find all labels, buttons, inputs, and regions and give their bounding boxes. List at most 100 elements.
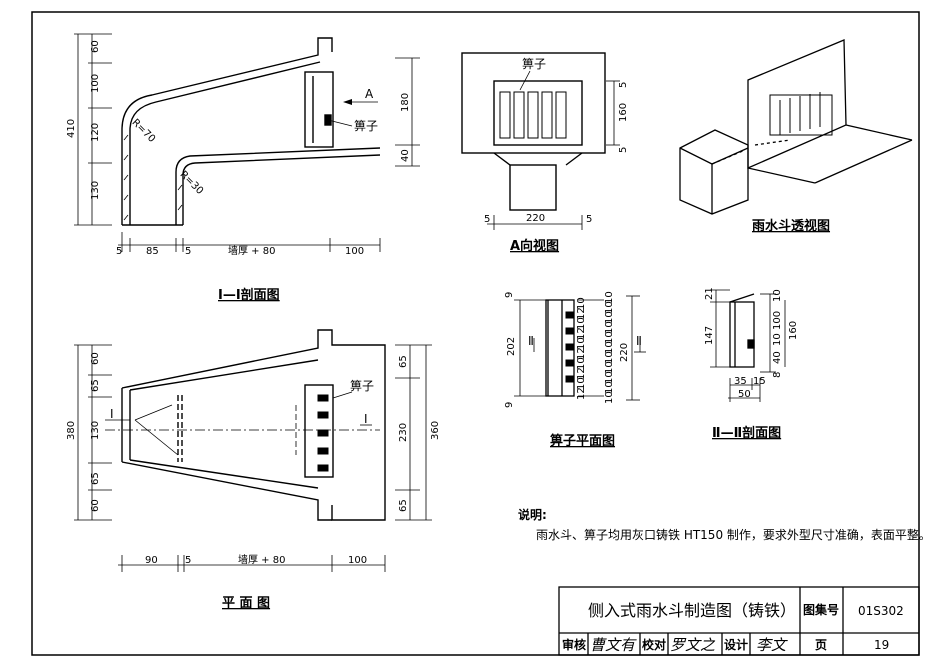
review-signature: 曹文有 [590, 636, 637, 654]
view-a-dim-r160: 160 [618, 103, 629, 122]
grate-plan-dim-l9b: 9 [504, 402, 515, 408]
notes-heading: 说明: [518, 507, 547, 522]
grate-plan-dim-tr: 10 [576, 377, 587, 390]
grate-section-dim-r40: 40 [772, 351, 783, 364]
section1-radius-upper: R=70 [130, 117, 158, 145]
section1-dim-b100: 100 [345, 246, 364, 257]
grate-plan-dim-tr: 10 [576, 317, 587, 330]
grate-plan-dim-tr: 12 [576, 387, 587, 400]
plan-grate-label: 箅子 [350, 378, 374, 393]
perspective-caption: 雨水斗透视图 [752, 218, 830, 234]
atlas-number: 01S302 [858, 604, 904, 618]
plan-dim-total: 380 [66, 421, 77, 440]
plan-dim-l65a: 65 [90, 379, 101, 392]
section1-dim-60: 60 [90, 40, 101, 53]
view-a-dim-r5a: 5 [618, 82, 629, 88]
grate-plan-dim-rc: 10 [604, 291, 615, 304]
design-label: 设计 [724, 637, 748, 652]
view-a-dim-b5b: 5 [586, 214, 592, 225]
grate-plan-dim-rc: 10 [604, 341, 615, 354]
plan-dim-r65a: 65 [398, 355, 409, 368]
grate-plan-dim-tr: 12 [576, 367, 587, 380]
grate-section-dim-l147: 147 [704, 326, 715, 345]
plan-dim-b90: 90 [145, 555, 158, 566]
grate-plan-caption: 箅子平面图 [549, 433, 615, 449]
grate-plan-dim-rc: 10 [604, 311, 615, 324]
grate-plan-dim-rc: 10 [604, 391, 615, 404]
sheet-border [31, 11, 920, 656]
section1-dim-130: 130 [90, 181, 101, 200]
plan-dim-l60b: 60 [90, 499, 101, 512]
section1-dim-40: 40 [400, 149, 411, 162]
section1-dim-b85: 85 [146, 246, 159, 257]
grate-plan-right-col: 10 10 10 10 10 10 10 10 10 10 10 [604, 291, 615, 404]
view-a-caption: A向视图 [510, 238, 559, 254]
grate-plan-dim-rc: 10 [604, 301, 615, 314]
grate-section-dim-r10b: 10 [772, 333, 783, 346]
view-a [461, 52, 620, 230]
plan-dim-b5: 5 [185, 555, 191, 566]
grate-section-dim-r10a: 10 [772, 289, 783, 302]
plan-dim-wall: 墙厚 + 80 [238, 553, 285, 566]
section1-dim-total: 410 [66, 119, 77, 138]
grate-section-dim-total: 160 [788, 321, 799, 340]
grate-plan-dim-tr: 10 [576, 297, 587, 310]
design-signature: 李文 [756, 636, 788, 654]
section1-grate-label: 箅子 [354, 118, 378, 133]
grate-plan-dim-tr: 10 [576, 337, 587, 350]
grate-plan-dim-rc: 10 [604, 351, 615, 364]
section1-arrow-label: A [365, 87, 374, 101]
plan-dim-b100: 100 [348, 555, 367, 566]
section1-dim-b5b: 5 [185, 246, 191, 257]
grate-section-dim-r8: 8 [772, 372, 783, 378]
check-signature: 罗文之 [670, 636, 716, 654]
grate-section-dim-r100: 100 [772, 311, 783, 330]
section1-dim-wall: 墙厚 + 80 [228, 244, 275, 257]
atlas-number-label: 图集号 [803, 602, 839, 617]
plan-section-mark-right: I [364, 412, 368, 426]
grate-plan-dim-tr: 10 [576, 357, 587, 370]
notes-text: 雨水斗、箅子均用灰口铸铁 HT150 制作，要求外型尺寸准确，表面平整。 [536, 527, 926, 542]
grate-plan-dim-l9a: 9 [504, 292, 515, 298]
grate-section-dim-b50: 50 [738, 389, 751, 400]
check-label: 校对 [642, 637, 666, 652]
plan-dim-total-right: 360 [430, 421, 441, 440]
grate-section-dim-l21: 21 [704, 287, 715, 300]
section1-dim-b5a: 5 [116, 246, 122, 257]
grate-plan-dim-l202: 202 [506, 337, 517, 356]
grate-section-caption: Ⅱ—Ⅱ剖面图 [712, 425, 781, 441]
grate-plan-dim-rc: 10 [604, 361, 615, 374]
plan-caption: 平 面 图 [222, 596, 270, 611]
grate-section-view [710, 289, 786, 402]
drawing-title: 侧入式雨水斗制造图（铸铁） [588, 601, 796, 620]
plan-dim-r230: 230 [398, 423, 409, 442]
view-a-grate-label: 箅子 [522, 56, 546, 71]
grate-plan-left-col: 10 12 10 12 10 12 10 12 10 12 [576, 297, 587, 400]
view-a-dim-r5b: 5 [618, 147, 629, 153]
plan-view [74, 329, 432, 572]
section1-dim-180: 180 [400, 93, 411, 112]
page-number: 19 [874, 638, 889, 652]
section-1-1-view [74, 33, 420, 252]
grate-section-dim-b15: 15 [753, 376, 766, 387]
plan-section-mark-left: I [110, 407, 114, 421]
grate-plan-dim-rc: 10 [604, 321, 615, 334]
page-label: 页 [815, 638, 827, 652]
grate-plan-dim-rc: 10 [604, 371, 615, 384]
section1-dim-120: 120 [90, 123, 101, 142]
perspective-view [679, 39, 913, 215]
grate-plan-dim-tr: 12 [576, 327, 587, 340]
grate-plan-dim-tr: 12 [576, 347, 587, 360]
title-block [558, 586, 920, 656]
grate-plan-dim-rc: 10 [604, 331, 615, 344]
grate-plan-dim-total: 220 [619, 343, 630, 362]
plan-dim-l60a: 60 [90, 352, 101, 365]
plan-dim-r65b: 65 [398, 499, 409, 512]
section1-caption: Ⅰ—Ⅰ剖面图 [218, 287, 280, 303]
grate-plan-section-mark-right: Ⅱ [636, 334, 642, 348]
plan-dim-l130: 130 [90, 421, 101, 440]
review-label: 审核 [562, 637, 586, 652]
plan-dim-l65b: 65 [90, 472, 101, 485]
section1-dim-100: 100 [90, 74, 101, 93]
